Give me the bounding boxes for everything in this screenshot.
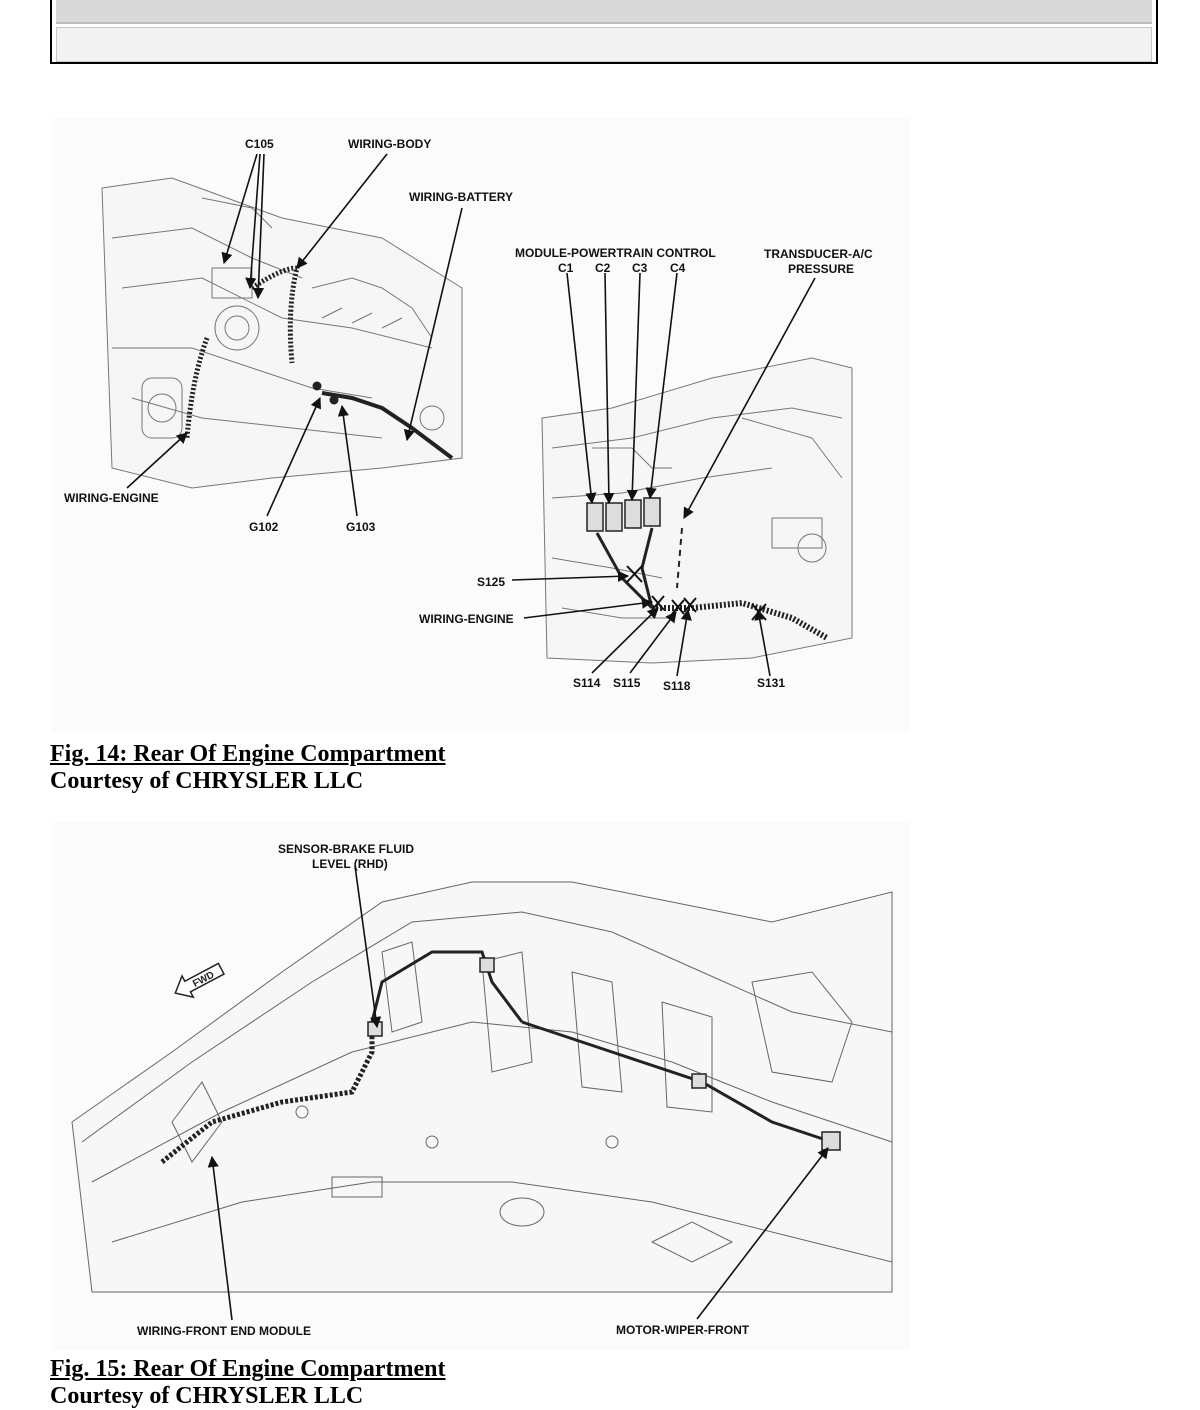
figure-14-caption: Fig. 14: Rear Of Engine Compartment Cour… [50,741,446,795]
label-c4: C4 [670,261,686,275]
fwd-arrow: FWD [174,962,226,999]
figure-15-diagram: FWD SENSOR-BRAKE FLUID LEVEL (RHD) WIRIN… [52,822,910,1350]
label-c3: C3 [632,261,648,275]
label-s115: S115 [613,676,641,690]
label-s114: S114 [573,676,601,690]
header-row-2 [56,27,1152,62]
label-s118: S118 [663,679,691,693]
fwd-label: FWD [191,970,216,990]
label-wiring-engine-right: WIRING-ENGINE [419,612,514,626]
label-pressure: PRESSURE [788,262,854,276]
label-s131: S131 [757,676,785,690]
label-sensor-brake-fluid: SENSOR-BRAKE FLUID [278,842,414,856]
header-table [50,0,1158,64]
figure-14-credit: Courtesy of CHRYSLER LLC [50,768,364,794]
figure-15-svg: FWD SENSOR-BRAKE FLUID LEVEL (RHD) WIRIN… [71,842,893,1338]
engine-compartment-drawing [71,881,893,1293]
label-module-powertrain-control: MODULE-POWERTRAIN CONTROL [515,246,716,260]
label-wiring-engine-left: WIRING-ENGINE [64,491,159,505]
label-transducer: TRANSDUCER-A/C [764,247,873,261]
front-harness-lines [160,950,841,1164]
label-motor-wiper-front: MOTOR-WIPER-FRONT [616,1323,750,1337]
figure-14-diagram: C105 WIRING-BODY WIRING-BATTERY MODULE-P… [52,118,910,732]
label-g102: G102 [249,520,279,534]
label-wiring-body: WIRING-BODY [348,137,431,151]
label-c2: C2 [595,261,611,275]
leader-arrows [126,153,816,677]
left-engine-bay-drawing [101,177,463,489]
label-s125: S125 [477,575,505,589]
leader-arrows-15 [207,865,829,1321]
label-c105: C105 [245,137,274,151]
figure-14-title: Fig. 14: Rear Of Engine Compartment [50,741,446,767]
label-g103: G103 [346,520,376,534]
label-wiring-battery: WIRING-BATTERY [409,190,513,204]
figure-15-caption: Fig. 15: Rear Of Engine Compartment Cour… [50,1356,446,1410]
figure-15-title: Fig. 15: Rear Of Engine Compartment [50,1356,446,1382]
figure-14-labels: C105 WIRING-BODY WIRING-BATTERY MODULE-P… [64,137,873,693]
label-c1: C1 [558,261,574,275]
label-wiring-front-end-module: WIRING-FRONT END MODULE [137,1324,311,1338]
figure-15-credit: Courtesy of CHRYSLER LLC [50,1383,364,1409]
header-row-1 [56,0,1152,24]
label-level-rhd: LEVEL (RHD) [312,857,388,871]
figure-14-svg: C105 WIRING-BODY WIRING-BATTERY MODULE-P… [64,137,873,693]
figure-15-labels: SENSOR-BRAKE FLUID LEVEL (RHD) WIRING-FR… [137,842,750,1338]
